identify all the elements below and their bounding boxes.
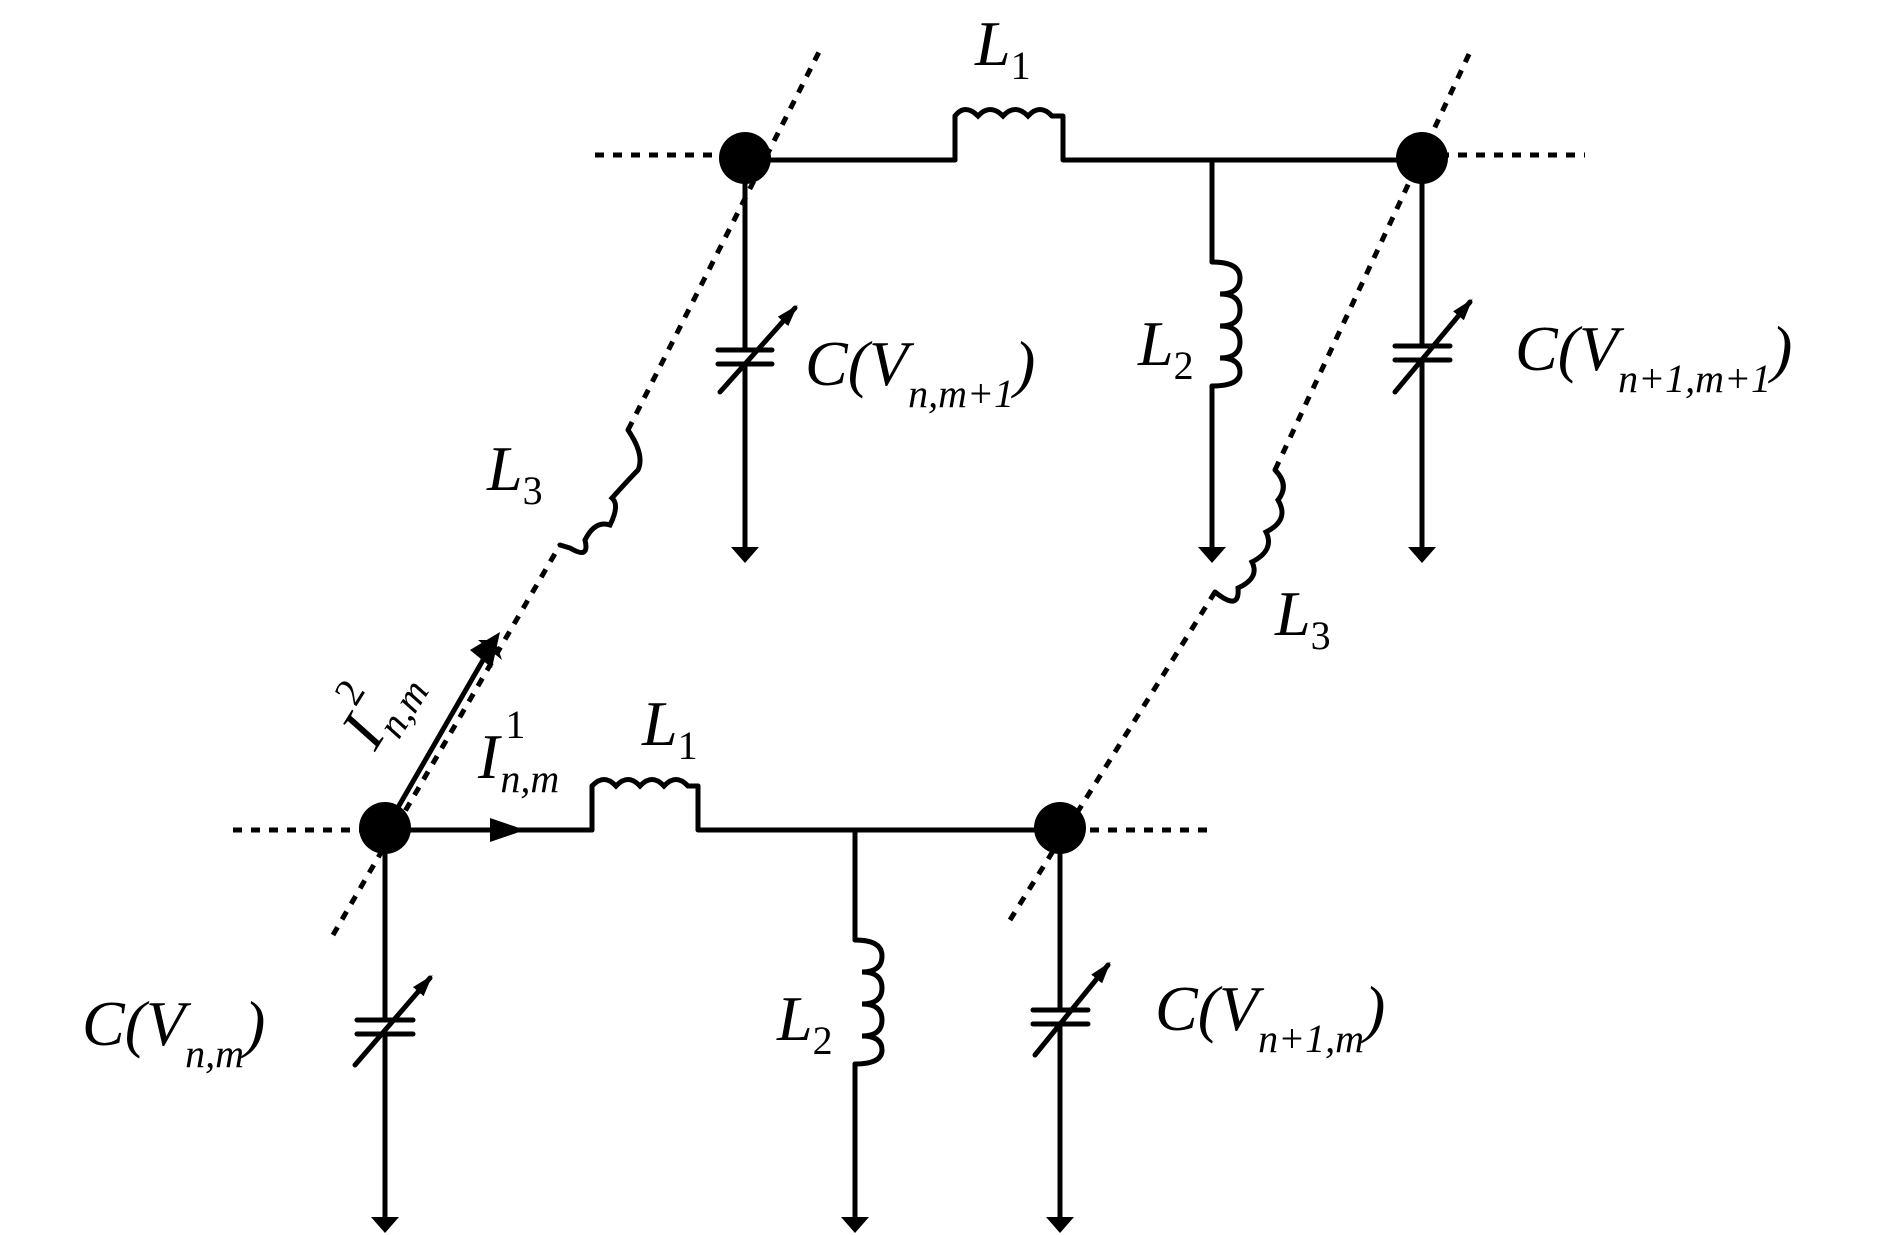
node-bottom-right: [1034, 802, 1086, 854]
label-cap-top-left: C(Vn,m+1): [805, 328, 1035, 416]
top-right-varactor-arrow: [1392, 298, 1473, 395]
bottom-right-ground-icon: [1046, 1205, 1074, 1233]
top-left-ground-icon: [731, 535, 759, 563]
label-left-l3: L3: [486, 433, 543, 513]
label-cap-top-right: C(Vn+1,m+1): [1515, 313, 1792, 401]
top-left-varactor-arrow: [717, 305, 798, 395]
top-l1-inductor: [952, 107, 1055, 163]
right-l3-inductor: [1212, 467, 1286, 604]
label-cap-bottom-left: C(Vn,m): [82, 988, 265, 1076]
label-current-i2: I2n,m: [310, 643, 438, 765]
bottom-l2-inductor: [852, 937, 885, 1067]
bottom-right-varactor-arrow: [1032, 961, 1111, 1058]
top-middle-ground-icon: [1198, 535, 1226, 563]
label-bottom-l1: L1: [641, 688, 698, 768]
label-right-l3: L3: [1274, 578, 1331, 658]
node-bottom-left: [359, 802, 411, 854]
label-top-l2: L2: [1137, 308, 1194, 388]
i1-current-arrow-icon: [490, 818, 525, 842]
node-top-left: [719, 132, 771, 184]
left-l3-inductor: [557, 427, 643, 555]
label-cap-bottom-right: C(Vn+1,m): [1155, 973, 1385, 1061]
bottom-l1-inductor: [589, 777, 701, 790]
diagonal-l3-branches: [330, 48, 1473, 937]
bottom-row-circuit: [233, 632, 1215, 1233]
bottom-middle-ground-icon: [841, 1205, 869, 1233]
top-right-ground-icon: [1408, 535, 1436, 563]
i2-current-arrow-icon: [470, 632, 500, 668]
top-row-circuit: [595, 107, 1585, 564]
label-bottom-l2: L2: [776, 983, 833, 1063]
bottom-left-varactor-arrow: [352, 974, 433, 1068]
label-top-l1: L1: [974, 8, 1031, 88]
top-l2-inductor: [1209, 259, 1243, 389]
component-labels: L1 L2 L3 L3 L1 L2 C(Vn,m+1) C(Vn+1,m+1) …: [82, 8, 1792, 1076]
bottom-left-ground-icon: [371, 1205, 399, 1233]
svg-text:I2n,m: I2n,m: [310, 643, 438, 765]
